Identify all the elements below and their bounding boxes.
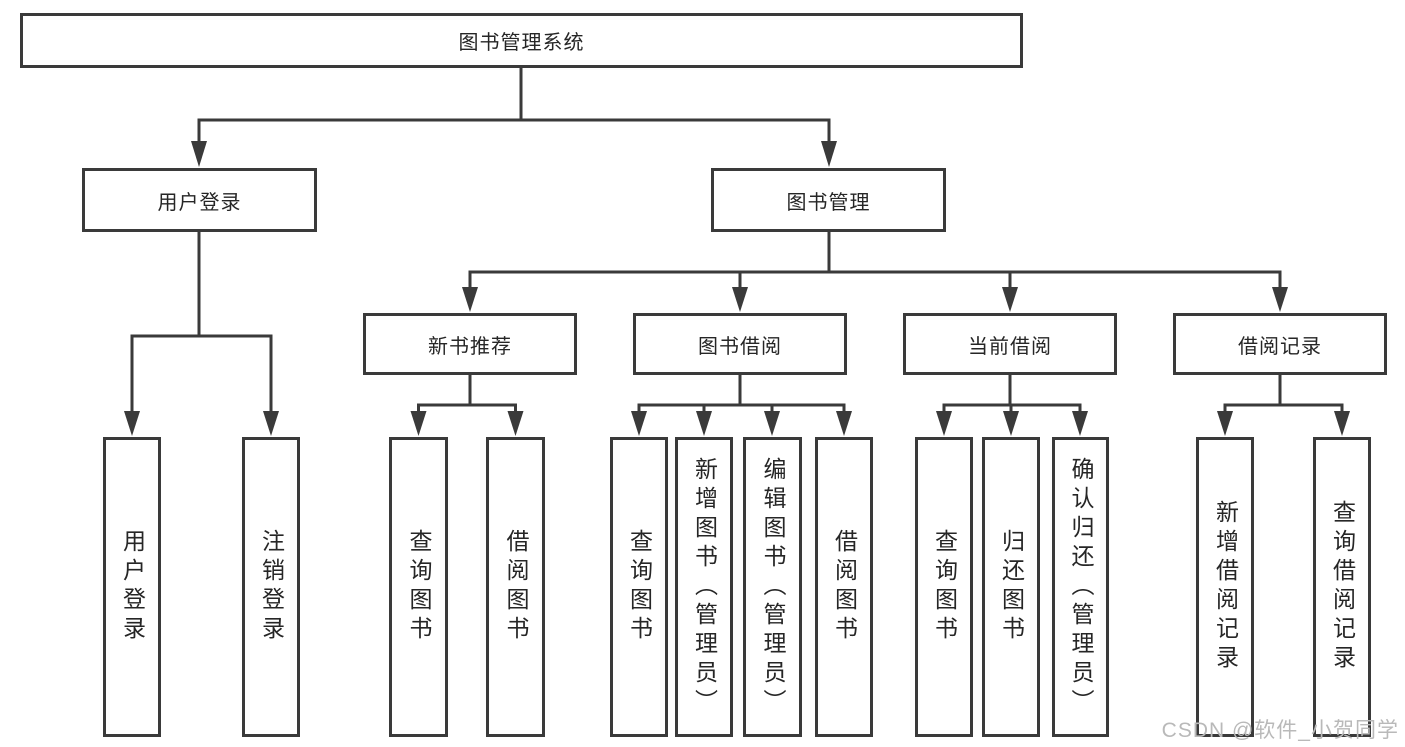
node-leaf-borrow-edit-book: 编辑图书（管理员） [743, 437, 802, 737]
node-leaf-newbooks-borrow: 借阅图书 [486, 437, 545, 737]
node-leaf-records-add: 新增借阅记录 [1196, 437, 1254, 737]
node-new-book-recommend-label: 新书推荐 [428, 335, 512, 358]
node-user-login-module-label: 用户登录 [157, 191, 242, 214]
node-leaf-logout-label: 注销登录 [258, 529, 285, 645]
node-leaf-current-confirm-return: 确认归还（管理员） [1052, 437, 1109, 737]
node-leaf-borrow-borrow-book: 借阅图书 [815, 437, 873, 737]
node-leaf-records-add-label: 新增借阅记录 [1212, 500, 1239, 674]
node-leaf-user-login: 用户登录 [103, 437, 161, 737]
node-leaf-newbooks-query-label: 查询图书 [406, 529, 432, 645]
node-leaf-current-return-label: 归还图书 [998, 529, 1025, 645]
connector-borrow-to-leaves [631, 375, 852, 436]
connector-bookmgmt-to-level3 [462, 232, 1288, 312]
node-book-management-module-label: 图书管理 [786, 191, 871, 214]
node-current-borrow: 当前借阅 [903, 313, 1117, 375]
node-leaf-current-query: 查询图书 [915, 437, 973, 737]
node-leaf-borrow-borrow-book-label: 借阅图书 [831, 529, 858, 645]
node-root-label: 图书管理系统 [458, 32, 585, 54]
node-leaf-records-query: 查询借阅记录 [1313, 437, 1371, 737]
connector-records-to-leaves [1217, 375, 1350, 436]
node-leaf-newbooks-query: 查询图书 [389, 437, 448, 737]
node-borrow-records-label: 借阅记录 [1238, 335, 1322, 358]
node-leaf-user-login-label: 用户登录 [119, 529, 146, 645]
node-leaf-borrow-add-book-label: 新增图书（管理员） [691, 456, 718, 718]
connector-newbooks-to-leaves [410, 375, 524, 436]
node-book-borrow-label: 图书借阅 [698, 335, 782, 358]
node-leaf-logout: 注销登录 [242, 437, 300, 737]
node-leaf-borrow-edit-book-label: 编辑图书（管理员） [760, 456, 786, 718]
node-book-management-module: 图书管理 [711, 168, 946, 232]
node-new-book-recommend: 新书推荐 [363, 313, 577, 375]
node-user-login-module: 用户登录 [82, 168, 317, 232]
node-leaf-current-confirm-return-label: 确认归还（管理员） [1068, 456, 1094, 718]
node-book-borrow: 图书借阅 [633, 313, 847, 375]
node-borrow-records: 借阅记录 [1173, 313, 1387, 375]
connector-root-to-level1 [191, 68, 837, 167]
node-leaf-current-return: 归还图书 [982, 437, 1040, 737]
node-leaf-records-query-label: 查询借阅记录 [1329, 500, 1356, 674]
node-leaf-borrow-add-book: 新增图书（管理员） [675, 437, 733, 737]
node-leaf-current-query-label: 查询图书 [931, 529, 958, 645]
connector-current-to-leaves [936, 375, 1088, 436]
connector-userlogin-to-leaves [124, 232, 279, 436]
node-leaf-borrow-query-label: 查询图书 [626, 529, 653, 645]
node-current-borrow-label: 当前借阅 [968, 335, 1052, 358]
node-leaf-newbooks-borrow-label: 借阅图书 [503, 529, 529, 645]
node-leaf-borrow-query: 查询图书 [610, 437, 668, 737]
node-root: 图书管理系统 [20, 13, 1023, 68]
